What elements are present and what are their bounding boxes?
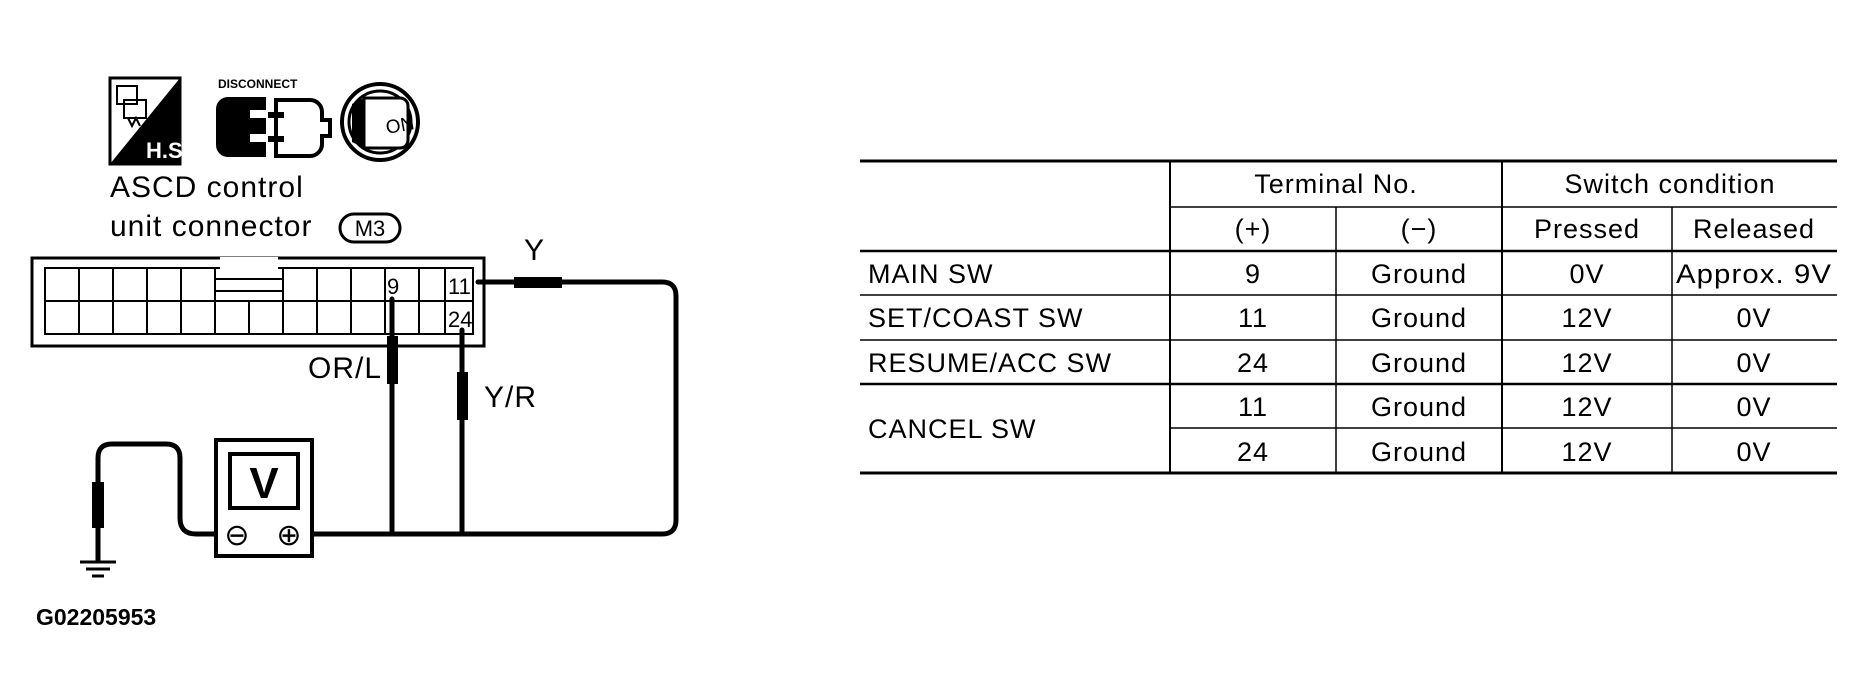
row-main-sw-name: MAIN SW — [868, 259, 994, 289]
disconnect-icon: DISCONNECT — [216, 77, 332, 158]
row-cancel-sw-pressed-2: 12V — [1561, 437, 1612, 467]
row-set-coast-sw-minus: Ground — [1371, 303, 1467, 333]
row-cancel-sw-released-2: 0V — [1736, 437, 1771, 467]
table-header-terminal-no: Terminal No. — [1254, 169, 1418, 199]
row-cancel-sw-pressed-1: 12V — [1561, 392, 1612, 422]
wire-y-r-label: Y/R — [484, 381, 537, 414]
row-cancel-sw-plus-1: 11 — [1238, 392, 1268, 422]
wire-ground — [95, 441, 240, 563]
wire-ground-sleeve — [92, 482, 104, 528]
row-main-sw-minus: Ground — [1371, 259, 1467, 289]
connector-title-line2: unit connector — [110, 210, 312, 243]
wire-y-r-sleeve — [457, 372, 468, 420]
row-main-sw-plus: 9 — [1245, 259, 1261, 289]
wire-y-sleeve — [514, 277, 562, 288]
pin-24: 24 — [448, 307, 472, 332]
row-cancel-sw-minus-1: Ground — [1371, 392, 1467, 422]
row-cancel-sw-released-1: 0V — [1736, 392, 1771, 422]
ground-icon — [80, 560, 116, 578]
pin-11: 11 — [448, 274, 471, 299]
row-main-sw-pressed: 0V — [1569, 259, 1604, 289]
row-resume-acc-sw-name: RESUME/ACC SW — [868, 348, 1112, 378]
voltmeter-label: V — [249, 459, 279, 508]
row-cancel-sw-plus-2: 24 — [1237, 437, 1269, 467]
row-set-coast-sw-released: 0V — [1736, 303, 1771, 333]
table-subheader-pressed: Pressed — [1534, 214, 1640, 244]
connector-title-line1: ASCD control — [110, 171, 304, 204]
row-resume-acc-sw-plus: 24 — [1237, 348, 1269, 378]
table-subheader-released: Released — [1693, 214, 1815, 244]
wire-or-l-label: OR/L — [308, 352, 382, 385]
spec-table — [860, 159, 1837, 475]
voltmeter-negative: ⊖ — [224, 519, 249, 552]
harness-side-icon: H.S. — [108, 76, 189, 166]
row-set-coast-sw-pressed: 12V — [1561, 303, 1612, 333]
wire-y — [305, 279, 679, 537]
wire-or-l-sleeve — [387, 336, 398, 384]
table-header-switch-condition: Switch condition — [1564, 169, 1775, 199]
table-subheader-minus: (−) — [1401, 214, 1438, 244]
connector-body — [30, 256, 486, 348]
key-on-label: ON — [384, 113, 416, 139]
row-resume-acc-sw-minus: Ground — [1371, 348, 1467, 378]
ignition-on-icon: ON — [340, 82, 420, 162]
row-main-sw-released: Approx. 9V — [1676, 259, 1832, 289]
row-cancel-sw-name: CANCEL SW — [868, 414, 1037, 444]
row-set-coast-sw-name: SET/COAST SW — [868, 303, 1084, 333]
table-subheader-plus: (+) — [1235, 214, 1272, 244]
pin-9: 9 — [387, 274, 399, 299]
hs-label: H.S. — [146, 138, 189, 163]
wire-y-label: Y — [524, 234, 545, 267]
row-set-coast-sw-plus: 11 — [1238, 303, 1268, 333]
row-cancel-sw-minus-2: Ground — [1371, 437, 1467, 467]
voltmeter-positive: ⊕ — [276, 519, 301, 552]
row-resume-acc-sw-pressed: 12V — [1561, 348, 1612, 378]
figure-code: G02205953 — [36, 604, 156, 630]
row-resume-acc-sw-released: 0V — [1736, 348, 1771, 378]
connector-code: M3 — [355, 216, 386, 241]
voltmeter: V ⊖ ⊕ — [214, 438, 314, 558]
disconnect-label: DISCONNECT — [218, 77, 298, 91]
connector-code-badge: M3 — [338, 212, 402, 244]
